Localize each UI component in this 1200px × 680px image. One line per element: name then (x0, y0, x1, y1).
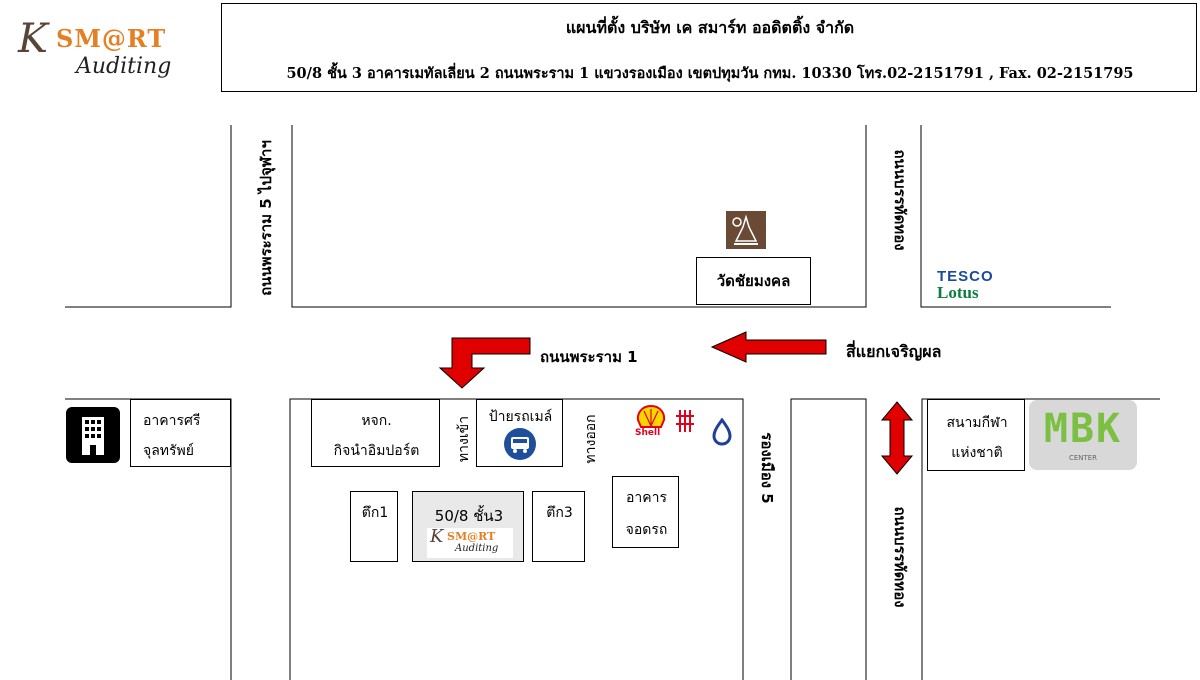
road-rama5-label: ถนนพระราม 5 ไปจุฬาฯ (257, 140, 275, 296)
tower3-label: ตึก3 (546, 505, 573, 521)
building-icon (66, 407, 120, 463)
red-arrow-icon (438, 337, 531, 389)
national-stadium-box: สนามกีฬา แห่งชาติ (927, 399, 1025, 471)
sri-julasub-line2: จุลทรัพย์ (143, 443, 194, 459)
header-box: แผนที่ตั้ง บริษัท เค สมาร์ท ออดิตติ้ง จำ… (221, 3, 1197, 92)
kijnam-import-box: หจก. กิจนำอิมปอร์ต (311, 399, 440, 467)
mbk-text: MBK (1043, 406, 1123, 452)
bus-icon (504, 428, 536, 460)
tesco-text: TESCO (937, 268, 994, 285)
header-address: 50/8 ชั้น 3 อาคารเมทัลเลี่ยน 2 ถนนพระราม… (286, 65, 1134, 82)
bus-stop-box: ป้ายรถเมล์ (476, 399, 563, 467)
mbk-center-logo: MBK CENTER (1029, 400, 1137, 470)
wat-chaimongkol-box: วัดชัยมงคล (696, 257, 811, 305)
logo-k: K (18, 16, 48, 62)
sri-julasub-box: อาคารศรี จุลทรัพย์ (130, 399, 231, 467)
road-bantat-top-label: ถนนบรรทัดทอง (891, 149, 909, 251)
exit-label: ทางออก (583, 414, 599, 464)
company-logo: K SM@RT Auditing (16, 12, 206, 87)
bus-stop-label: ป้ายรถเมล์ (488, 409, 553, 425)
office-logo-auditing: Auditing (455, 543, 499, 554)
bangkok-bank-icon (710, 417, 734, 446)
tesco-lotus-logo: TESCO Lotus (937, 269, 1007, 305)
road-rongmueang5-label: รองเมือง 5 (758, 432, 776, 504)
tower1-label: ตึก1 (361, 505, 389, 521)
red-arrow-left-icon (710, 331, 827, 363)
office-box: 50/8 ชั้น3 K SM@RT Auditing (412, 491, 524, 562)
temple-icon (726, 211, 766, 249)
double-arrow-icon (880, 401, 914, 475)
barrier-icon (674, 408, 696, 434)
stadium-line1: สนามกีฬา (946, 415, 1008, 431)
entrance-label: ทางเข้า (456, 415, 472, 463)
parking-line2: จอดรถ (625, 522, 668, 538)
office-logo-k: K (430, 526, 444, 547)
office-logo-smart: SM@RT (447, 530, 496, 543)
charoenphon-label: สี่แยกเจริญผล (846, 342, 942, 361)
road-rama1-label: ถนนพระราม 1 (540, 348, 638, 366)
lotus-text: Lotus (937, 283, 979, 302)
kijnam-line1: หจก. (361, 413, 392, 429)
header-title: แผนที่ตั้ง บริษัท เค สมาร์ท ออดิตติ้ง จำ… (565, 18, 855, 37)
mbk-subtext: CENTER (1068, 454, 1098, 462)
shell-logo-icon: Shell (634, 404, 668, 438)
kijnam-line2: กิจนำอิมปอร์ต (333, 443, 420, 459)
logo-smart: SM@RT (56, 24, 167, 53)
stadium-line2: แห่งชาติ (951, 445, 1003, 461)
parking-building-box: อาคาร จอดรถ (612, 476, 679, 548)
sri-julasub-line1: อาคารศรี (143, 413, 201, 429)
tower1-box: ตึก1 (350, 491, 398, 562)
office-label: 50/8 ชั้น3 (434, 507, 504, 525)
logo-auditing: Auditing (76, 54, 172, 79)
parking-line1: อาคาร (625, 490, 667, 506)
road-bantat-bottom-label: ถนนบรรทัดทอง (891, 506, 909, 608)
tower3-box: ตึก3 (532, 491, 585, 562)
shell-text: Shell (635, 428, 661, 438)
office-logo: K SM@RT Auditing (427, 526, 513, 558)
